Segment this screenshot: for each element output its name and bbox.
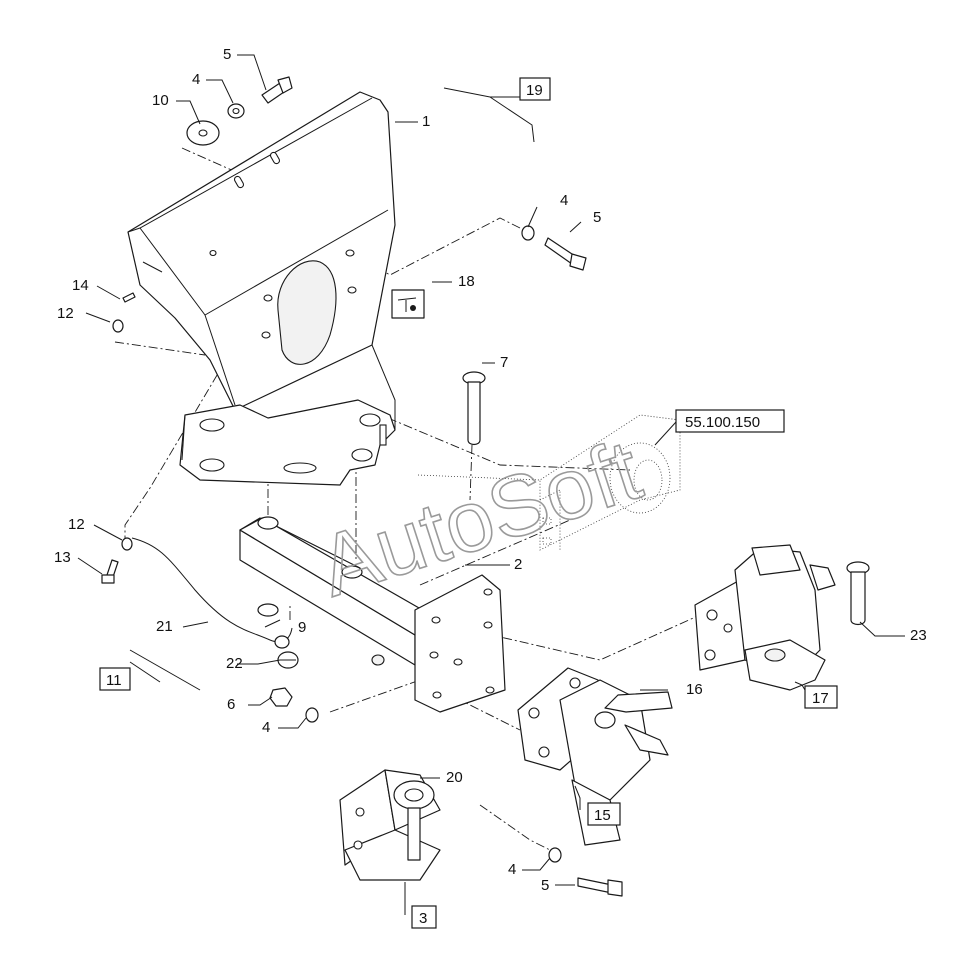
callout-7: 7 <box>500 354 508 371</box>
handle-part-16 <box>604 691 673 713</box>
nut-part-6 <box>269 687 293 707</box>
callout-16: 16 <box>686 681 703 698</box>
pin-part-23 <box>846 561 870 626</box>
callout-5-top: 5 <box>223 46 231 63</box>
callout-22: 22 <box>226 655 243 672</box>
callout-6: 6 <box>227 696 235 713</box>
callout-4-top: 4 <box>192 71 200 88</box>
drawbar-part-2 <box>239 516 506 713</box>
callout-13: 13 <box>54 549 71 566</box>
hardware <box>101 76 870 897</box>
callout-labels: 5 4 10 1 4 5 18 14 12 7 12 13 2 21 9 23 … <box>54 46 927 894</box>
callout-1: 1 <box>422 113 430 130</box>
callout-5-right: 5 <box>593 209 601 226</box>
callout-10: 10 <box>152 92 169 109</box>
callout-18: 18 <box>458 273 475 290</box>
callout-21: 21 <box>156 618 173 635</box>
callout-23: 23 <box>910 627 927 644</box>
callout-12-bottom: 12 <box>68 516 85 533</box>
bolt-part-5-right <box>544 237 587 271</box>
callout-14: 14 <box>72 277 89 294</box>
bracket-part-1 <box>127 91 396 486</box>
callout-12-top: 12 <box>57 305 74 322</box>
boxed-label-3: 3 <box>419 910 427 927</box>
pin-part-7 <box>462 371 486 446</box>
callout-4-bottom: 4 <box>508 861 516 878</box>
boxed-label-11: 11 <box>106 672 122 689</box>
pintle-part-3 <box>339 769 441 881</box>
callout-20: 20 <box>446 769 463 786</box>
decal-part-18 <box>391 289 425 319</box>
boxed-label-55-100-150: 55.100.150 <box>685 414 760 431</box>
boxed-label-17: 17 <box>812 690 829 707</box>
callout-4-left: 4 <box>262 719 270 736</box>
boxed-label-15: 15 <box>594 807 611 824</box>
washer-part-4-right <box>521 225 535 241</box>
callout-5-bottom: 5 <box>541 877 549 894</box>
reference-assembly <box>417 414 681 551</box>
boxed-labels: 19 55.100.150 11 17 15 3 <box>99 77 838 929</box>
leader-lines <box>77 54 905 915</box>
callout-9: 9 <box>298 619 306 636</box>
callout-2: 2 <box>514 556 522 573</box>
bolt-part-5-top <box>261 76 293 104</box>
hitch-part-17 <box>694 544 836 691</box>
callout-4-right: 4 <box>560 192 568 209</box>
boxed-label-19: 19 <box>526 82 543 99</box>
